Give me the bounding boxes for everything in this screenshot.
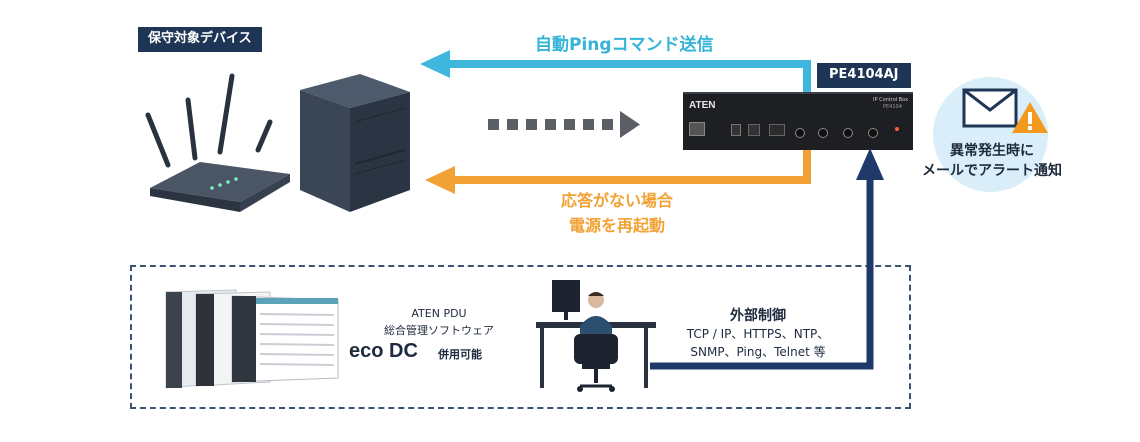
outlet-3: [843, 128, 853, 138]
pdu-line2: 総合管理ソフトウェア: [384, 324, 494, 337]
device-model-code: PE4104: [883, 104, 902, 110]
device-tag: 保守対象デバイス: [138, 27, 262, 52]
outlet-2: [818, 128, 828, 138]
outlet-4: [868, 128, 878, 138]
router-icon: [145, 73, 290, 212]
outlet-1: [795, 128, 805, 138]
lan-port: [689, 122, 705, 136]
alert-text-line1: 異常発生時に: [950, 143, 1034, 159]
device-brand: ATEN: [689, 100, 716, 111]
alert-text: 異常発生時に メールでアラート通知: [922, 141, 1062, 181]
device-model-small: IP Control Box: [873, 97, 909, 103]
protocols-line1: TCP / IP、HTTPS、NTP、: [686, 327, 830, 341]
server-tower-icon: [300, 74, 410, 212]
power-led: [895, 127, 899, 131]
pdu-device-icon: ATEN IP Control Box PE4104: [683, 92, 913, 150]
pdu-line1: ATEN PDU: [411, 307, 467, 320]
reboot-label-line1: 応答がない場合: [560, 191, 673, 210]
reboot-label-line2: 電源を再起動: [568, 216, 665, 235]
input-port: [769, 124, 785, 136]
reboot-arrow: [425, 150, 811, 194]
eco-dc-suffix: 併用可能: [438, 348, 482, 361]
ping-label: 自動Pingコマンド送信: [535, 35, 714, 55]
sensor-port: [748, 124, 760, 136]
reboot-label: 応答がない場合 電源を再起動: [555, 188, 679, 238]
data-flow-arrow: [488, 111, 640, 138]
external-control-title: 外部制御: [730, 308, 786, 324]
model-tag: PE4104AJ: [817, 63, 911, 88]
mail-alert-icon: [962, 88, 1018, 128]
protocols-line2: SNMP、Ping、Telnet 等: [690, 345, 826, 359]
alert-text-line2: メールでアラート通知: [922, 163, 1062, 179]
reset-button: [731, 124, 741, 136]
software-screens-icon: [165, 289, 339, 389]
protocols-text: TCP / IP、HTTPS、NTP、 SNMP、Ping、Telnet 等: [673, 325, 843, 361]
ping-arrow: [420, 50, 811, 95]
warning-icon: [1012, 102, 1048, 133]
eco-dc-label: eco DC: [349, 340, 418, 362]
external-control-box: [130, 265, 911, 409]
pdu-software-text: ATEN PDU 総合管理ソフトウェア: [364, 305, 514, 339]
control-arrow: [650, 148, 884, 370]
workstation-icon: [536, 280, 656, 392]
